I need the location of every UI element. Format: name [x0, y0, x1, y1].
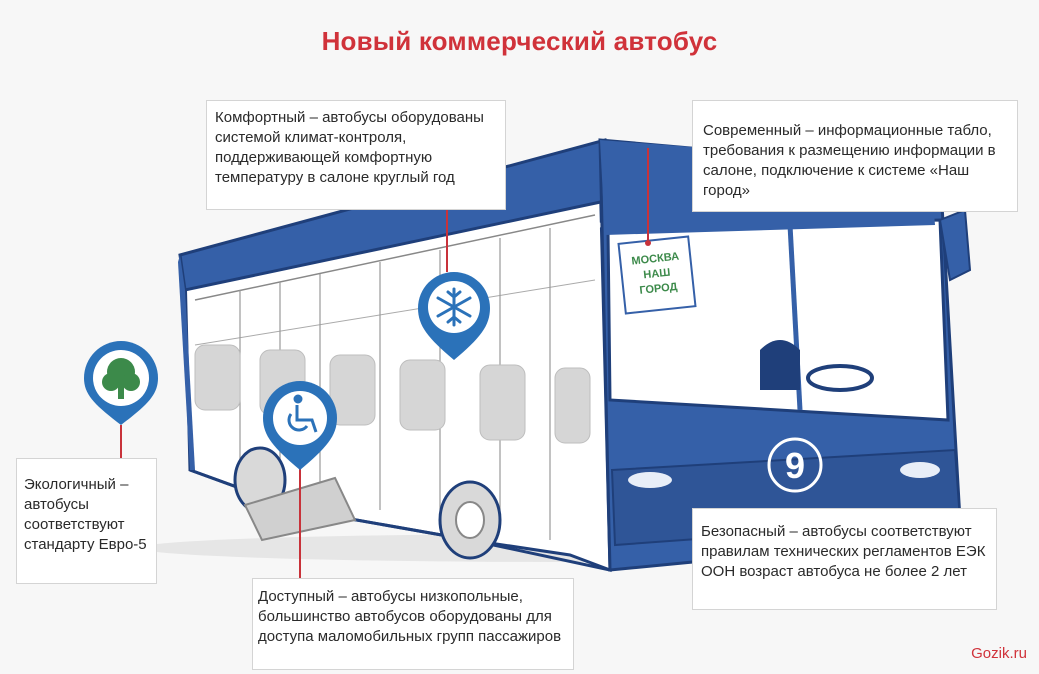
sign-line-3: ГОРОД: [639, 281, 678, 297]
sign-line-1: МОСКВА: [631, 251, 680, 268]
callout-safe: Безопасный – автобусы соответствуют прав…: [692, 508, 997, 610]
wheelchair-icon: [287, 394, 318, 433]
nash-gorod-sign: МОСКВА НАШ ГОРОД: [617, 235, 697, 315]
callout-access: Доступный – автобусы низкопольные, больш…: [252, 578, 574, 670]
pin-access: [263, 381, 337, 470]
watermark: Gozik.ru: [971, 645, 1027, 662]
callout-eco: Экологичный – автобусы соответствуют ста…: [16, 458, 157, 584]
snowflake-icon: [436, 287, 472, 327]
bus-number-emblem: 9: [767, 437, 823, 493]
pin-comfort: [418, 272, 490, 360]
pin-eco: [84, 341, 158, 425]
callout-comfort: Комфортный – автобусы оборудованы систем…: [206, 100, 506, 210]
bus-number: 9: [785, 445, 805, 486]
leader-lines: [120, 148, 649, 578]
sign-line-2: НАШ: [643, 267, 671, 282]
callout-modern: Современный – информационные табло, треб…: [692, 100, 1018, 212]
page-title: Новый коммерческий автобус: [321, 26, 718, 56]
tree-icon: [102, 358, 140, 399]
bus-body: [178, 138, 612, 573]
